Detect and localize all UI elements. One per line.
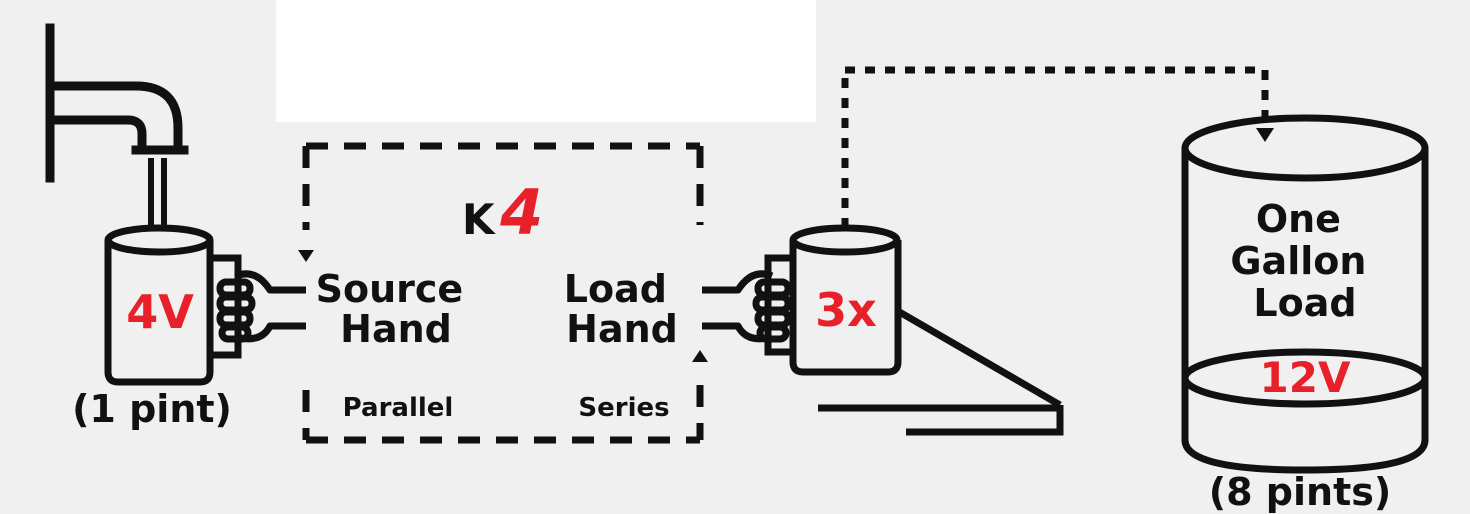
source-hand-line-1: Source	[316, 267, 464, 311]
faucet-icon	[45, 23, 189, 183]
load-hand-icon	[702, 270, 792, 343]
source-arrowhead	[298, 250, 314, 262]
load-hand-line-2: Hand	[566, 307, 678, 351]
top-white-panel	[276, 0, 816, 122]
bucket-arrowhead	[1256, 128, 1274, 142]
load-mode-label: Series	[578, 393, 669, 423]
source-mode-label: Parallel	[343, 393, 454, 423]
load-hand-label: Load Hand	[564, 267, 680, 351]
bucket-voltage: 12V	[1260, 353, 1351, 402]
dotted-connector	[841, 66, 1269, 228]
left-mug-capacity: (1 pint)	[72, 387, 232, 431]
source-hand-icon	[216, 270, 306, 343]
bucket-icon	[1181, 114, 1429, 474]
transformer-dashed-box	[302, 142, 704, 444]
source-hand-label: Source Hand	[316, 267, 477, 351]
load-arrowhead	[692, 350, 708, 362]
bucket-title: One Gallon Load	[1230, 197, 1379, 325]
logo-letter: K	[462, 195, 496, 244]
mug-stand	[818, 306, 1064, 436]
logo-number: 4	[499, 176, 543, 249]
bucket-title-line-1: One	[1256, 197, 1341, 241]
load-hand-line-1: Load	[564, 267, 667, 311]
bucket-capacity: (8 pints)	[1209, 470, 1391, 514]
right-mug-multiplier: 3x	[815, 283, 877, 337]
logo: K 4	[462, 176, 543, 249]
source-hand-line-2: Hand	[340, 307, 452, 351]
bucket-title-line-2: Gallon	[1230, 239, 1366, 283]
left-mug-voltage: 4V	[126, 285, 194, 339]
bucket-title-line-3: Load	[1253, 281, 1356, 325]
